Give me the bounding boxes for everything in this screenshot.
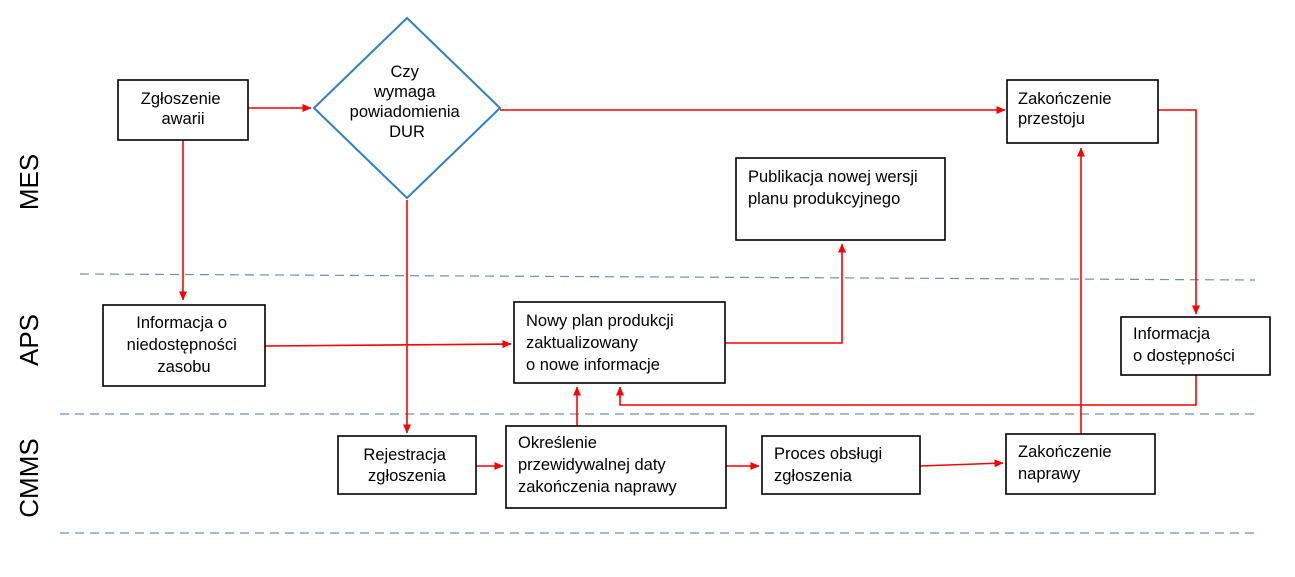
nowy-plan-line-2: zaktualizowany — [526, 334, 639, 352]
svg-text:Informacja o niedostępno: Informacja o niedostępności zasobu — [127, 314, 242, 376]
svg-text:Zgłoszenie awarii: Zgłoszenie awarii — [141, 90, 225, 128]
svg-text:Nowy plan produkcji zakt: Nowy plan produkcji zaktualizowany o now… — [526, 312, 678, 374]
flow-info-niedostepnosci-to-nowy-plan — [264, 340, 512, 349]
publikacja-line-2: planu produkcyjnego — [748, 190, 900, 208]
zakonczenie-naprawy-line-1: Zakończenie — [1018, 443, 1112, 461]
svg-text:Informacja o dostępności: Informacja o dostępności — [1133, 325, 1235, 365]
decision-line-1: Czy — [390, 63, 419, 81]
svg-text:Zakończenie naprawy: Zakończenie naprawy — [1018, 443, 1116, 483]
zakonczenie-naprawy-line-2: naprawy — [1018, 465, 1081, 483]
okreslenie-line-3: zakończenia naprawy — [518, 478, 677, 496]
flow-proces-to-zakonczenie-naprawy — [919, 459, 1004, 468]
publikacja-line-1: Publikacja nowej wersji — [748, 168, 918, 186]
nowy-plan-line-3: o nowe informacje — [526, 356, 660, 374]
node-okreslenie: Określenie przewidywalnej daty zakończen… — [505, 425, 727, 509]
svg-text:Zakończenie przestoju: Zakończenie przestoju — [1018, 90, 1116, 128]
node-proces-obslugi: Proces obsługi zgłoszenia — [761, 435, 921, 495]
svg-text:Publikacja nowej wersji: Publikacja nowej wersji planu produkcyjn… — [748, 168, 922, 208]
zakonczenie-przestoju-line-2: przestoju — [1018, 110, 1085, 128]
decision-line-2: wymaga — [373, 83, 436, 101]
svg-text:Określenie przewidywalne: Określenie przewidywalnej daty zakończen… — [518, 434, 677, 496]
lane-label-mes: MES — [14, 154, 44, 210]
info-niedostepnosci-line-1: Informacja o — [136, 314, 227, 332]
zgloszenie-line-1: Zgłoszenie — [141, 90, 221, 108]
decision-line-3: powiadomienia — [350, 103, 461, 121]
info-dostepnosci-line-2: o dostępności — [1133, 347, 1235, 365]
node-zakonczenie-przestoju: Zakończenie przestoju — [1006, 79, 1159, 144]
node-nowy-plan: Nowy plan produkcji zaktualizowany o now… — [513, 301, 726, 384]
info-dostepnosci-line-1: Informacja — [1133, 325, 1211, 343]
decision-line-4: DUR — [389, 123, 425, 141]
flow-connectors — [179, 104, 1200, 470]
proces-line-2: zgłoszenia — [774, 467, 853, 485]
node-info-niedostepnosci: Informacja o niedostępności zasobu — [102, 304, 266, 387]
node-publikacja: Publikacja nowej wersji planu produkcyjn… — [735, 157, 946, 241]
proces-line-1: Proces obsługi — [774, 445, 882, 463]
rejestracja-line-2: zgłoszenia — [368, 467, 447, 485]
flow-nowy-plan-to-publikacja — [725, 243, 846, 344]
zakonczenie-przestoju-line-1: Zakończenie — [1018, 90, 1112, 108]
okreslenie-line-2: przewidywalnej daty — [518, 456, 666, 474]
zgloszenie-line-2: awarii — [161, 110, 204, 128]
nowy-plan-line-1: Nowy plan produkcji — [526, 312, 674, 330]
lane-label-aps: APS — [14, 314, 44, 366]
node-zakonczenie-naprawy: Zakończenie naprawy — [1005, 433, 1156, 495]
info-niedostepnosci-line-3: zasobu — [157, 358, 210, 376]
flow-zakonczenie-przestoju-to-info-dostepnosci — [1158, 109, 1200, 315]
node-info-dostepnosci: Informacja o dostępności — [1120, 316, 1271, 376]
svg-text:Proces obsługi zgłoszeni: Proces obsługi zgłoszenia — [774, 445, 887, 485]
lane-divider-mes-aps — [79, 273, 1256, 281]
flow-info-dostepnosci-to-nowy-plan — [616, 375, 1197, 406]
lane-label-cmms: CMMS — [14, 438, 44, 517]
info-niedostepnosci-line-2: niedostępności — [127, 336, 237, 354]
node-rejestracja: Rejestracja zgłoszenia — [337, 435, 477, 495]
svg-text:Rejestracja zgłoszenia: Rejestracja zgłoszenia — [363, 446, 450, 485]
svg-text:Czy wymaga powiado: Czy wymaga powiadomienia DUR — [350, 63, 465, 141]
node-zgloszenie-awarii: Zgłoszenie awarii — [117, 79, 249, 141]
decision-diamond: Czy wymaga powiadomienia DUR — [312, 16, 502, 200]
rejestracja-line-1: Rejestracja — [363, 446, 446, 464]
okreslenie-line-1: Określenie — [518, 434, 597, 452]
